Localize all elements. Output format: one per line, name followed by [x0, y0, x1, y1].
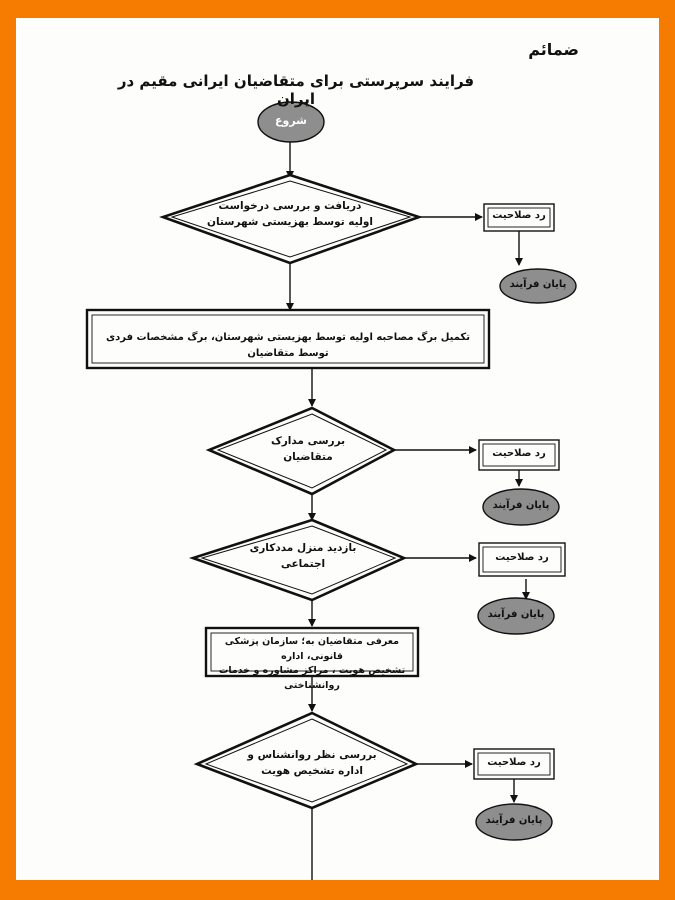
reject-label-1: رد صلاحیت [492, 210, 546, 221]
process-referral-label: معرفی متقاضیان به؛ سازمان پزشکی قانونی، … [218, 636, 406, 692]
end-terminal-4 [475, 803, 553, 841]
document-page: ضمائم فرایند سرپرستی برای متقاضیان ایران… [16, 18, 659, 880]
reject-label-4: رد صلاحیت [487, 757, 541, 768]
end-label-4: پایان فرآیند [485, 815, 543, 826]
decision-document-review [205, 406, 397, 496]
end-label-3: پایان فرآیند [487, 609, 545, 620]
end-label-2: پایان فرآیند [492, 500, 550, 511]
decision-psych-identity-review [193, 711, 420, 810]
decision-home-visit [188, 518, 408, 602]
process-interview-forms-label: تکمیل برگ مصاحبه اولیه توسط بهزیستی شهرس… [106, 332, 470, 359]
reject-label-3: رد صلاحیت [495, 552, 549, 563]
end-terminal-2 [482, 488, 560, 526]
appendix-label: ضمائم [528, 40, 579, 59]
reject-box-1 [483, 203, 555, 232]
page-title: فرایند سرپرستی برای متقاضیان ایرانی مقیم… [117, 72, 475, 108]
end-terminal-3 [477, 597, 555, 635]
process-referral [204, 626, 420, 678]
reject-label-2: رد صلاحیت [492, 448, 546, 459]
reject-box-4 [473, 748, 555, 780]
start-terminal [257, 101, 325, 143]
start-label: شروع [274, 114, 307, 127]
flowchart-canvas [85, 101, 577, 880]
end-terminal-1 [499, 268, 577, 304]
process-interview-forms [85, 308, 491, 370]
end-label-1: پایان فرآیند [509, 279, 567, 290]
reject-box-2 [478, 439, 560, 471]
reject-box-3 [478, 542, 566, 577]
decision-initial-review [159, 173, 424, 265]
